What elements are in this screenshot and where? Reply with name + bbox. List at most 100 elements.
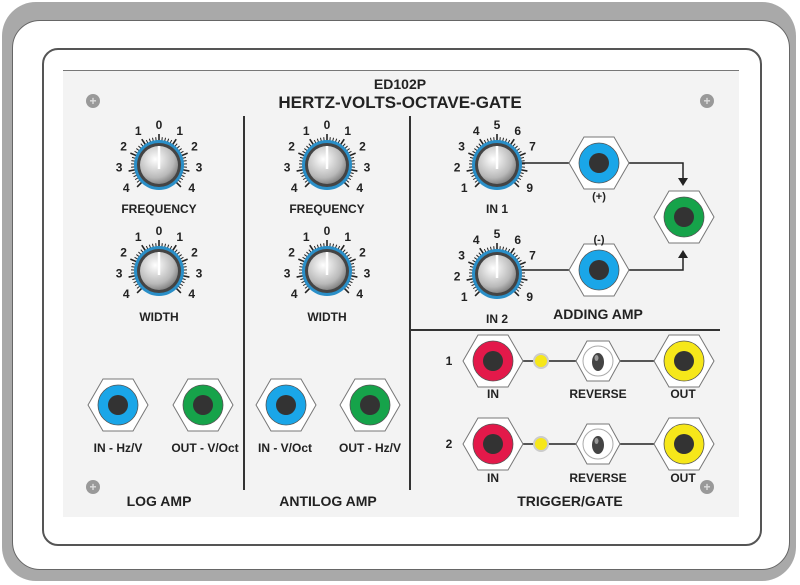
adding-out-jack[interactable]: [652, 189, 716, 245]
adding-plus-label: (+): [592, 191, 606, 203]
scale-label: 3: [284, 267, 291, 281]
scale-label: 4: [473, 233, 480, 247]
wire: [628, 162, 684, 180]
panel-title: HERTZ-VOLTS-OCTAVE-GATE: [278, 93, 522, 112]
scale-label: 0: [324, 118, 331, 132]
scale-label: 4: [473, 124, 480, 138]
scale-label: 5: [494, 118, 501, 132]
jack-socket: [589, 153, 609, 173]
log-width-label: WIDTH: [139, 310, 179, 324]
log-in-jack[interactable]: [86, 377, 150, 433]
antilog-out-jack[interactable]: [338, 377, 402, 433]
scale-label: 1: [303, 230, 310, 244]
adding-in2-label: IN 2: [485, 312, 509, 326]
scale-label: 2: [191, 246, 198, 260]
toggle-lever-icon: [592, 353, 604, 371]
scale-label: 1: [461, 181, 468, 195]
scale-label: 4: [188, 287, 195, 301]
scale-label: 2: [359, 140, 366, 154]
scale-label: 0: [156, 118, 163, 132]
scale-label: 3: [458, 249, 465, 263]
scale-label: 3: [284, 161, 291, 175]
wire: [628, 256, 684, 271]
scale-label: 4: [356, 287, 363, 301]
screw-icon: +: [700, 94, 714, 108]
screw-icon: +: [86, 94, 100, 108]
scale-label: 3: [458, 140, 465, 154]
scale-label: 4: [188, 181, 195, 195]
screw-icon: +: [700, 480, 714, 494]
scale-label: 1: [344, 124, 351, 138]
channel-number: 2: [445, 437, 453, 451]
scale-label: 2: [120, 246, 127, 260]
trigger2-reverse-switch[interactable]: [574, 422, 622, 466]
scale-label: 0: [156, 224, 163, 238]
trigger1-reverse-label: REVERSE: [569, 387, 627, 401]
bezel-inner-edge: [42, 48, 762, 546]
trigger2-out-jack[interactable]: [652, 416, 716, 472]
divider: [410, 329, 720, 331]
scale-label: 4: [291, 287, 298, 301]
log-amp-section-label: LOG AMP: [126, 493, 192, 509]
scale-label: 1: [344, 230, 351, 244]
trigger1-in-jack[interactable]: [461, 333, 525, 389]
scale-label: 4: [123, 181, 130, 195]
trigger1-out-jack[interactable]: [652, 333, 716, 389]
adding-minus-label: (-): [593, 234, 605, 246]
jack-socket: [360, 395, 380, 415]
arrow-up-icon: [678, 250, 688, 258]
scale-label: 3: [116, 161, 123, 175]
scale-label: 7: [529, 249, 536, 263]
trigger2-in-jack[interactable]: [461, 416, 525, 472]
trigger2-led: [533, 436, 549, 452]
trigger-gate-section-label: TRIGGER/GATE: [517, 493, 623, 509]
log-in-label: IN - Hz/V: [93, 441, 143, 455]
scale-label: 3: [196, 161, 203, 175]
jack-socket: [674, 351, 694, 371]
antilog-amp-section-label: ANTILOG AMP: [279, 493, 377, 509]
jack-socket: [193, 395, 213, 415]
scale-label: 2: [288, 140, 295, 154]
jack-socket: [589, 260, 609, 280]
arrow-down-icon: [678, 178, 688, 186]
scale-label: 9: [526, 290, 533, 304]
antilog-in-jack[interactable]: [254, 377, 318, 433]
scale-label: 3: [364, 267, 371, 281]
trigger1-out-label: OUT: [670, 387, 696, 401]
trigger2-reverse-label: REVERSE: [569, 471, 627, 485]
scale-label: 3: [116, 267, 123, 281]
jack-socket: [674, 434, 694, 454]
trigger2-in-label: IN: [487, 471, 499, 485]
adding-minus-jack[interactable]: [567, 242, 631, 298]
toggle-lever-icon: [592, 436, 604, 454]
log-frequency-label: FREQUENCY: [121, 202, 197, 216]
jack-socket: [108, 395, 128, 415]
antilog-width-label: WIDTH: [307, 310, 347, 324]
scale-label: 2: [191, 140, 198, 154]
scale-label: 1: [135, 124, 142, 138]
adding-plus-jack[interactable]: [567, 135, 631, 191]
screw-icon: +: [86, 480, 100, 494]
log-out-jack[interactable]: [171, 377, 235, 433]
scale-label: 2: [454, 270, 461, 284]
scale-label: 9: [526, 181, 533, 195]
scale-label: 0: [324, 224, 331, 238]
jack-socket: [674, 207, 694, 227]
jack-socket: [276, 395, 296, 415]
log-out-label: OUT - V/Oct: [171, 441, 239, 455]
divider: [243, 116, 245, 490]
antilog-frequency-label: FREQUENCY: [289, 202, 365, 216]
model-number: ED102P: [373, 76, 427, 92]
trigger1-reverse-switch[interactable]: [574, 339, 622, 383]
scale-label: 2: [454, 161, 461, 175]
scale-label: 3: [196, 267, 203, 281]
scale-label: 2: [288, 246, 295, 260]
jack-socket: [483, 434, 503, 454]
